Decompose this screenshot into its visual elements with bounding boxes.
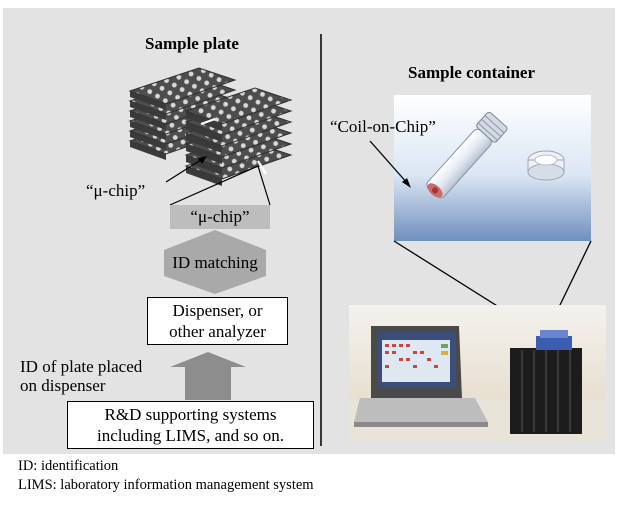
- id-plate-line-1: ID of plate placed: [20, 357, 143, 376]
- chip-mark: [257, 160, 267, 175]
- id-plate-line-2: on dispenser: [20, 376, 106, 395]
- rd-line-2: including LIMS, and so on.: [97, 426, 284, 445]
- pointer-arrowhead: [198, 156, 207, 164]
- dispenser-line-1: Dispenser, or: [172, 301, 263, 320]
- coil-on-chip-label: “Coil-on-Chip”: [330, 117, 436, 136]
- rd-line-1: R&D supporting systems: [104, 405, 277, 424]
- dispenser-box: Dispenser, or other analyzer: [147, 297, 288, 345]
- sample-plate-title: Sample plate: [145, 34, 239, 53]
- rd-systems-box: R&D supporting systems including LIMS, a…: [67, 401, 314, 449]
- sample-container-title: Sample container: [408, 63, 536, 82]
- id-matching-arrow-down: [164, 276, 266, 294]
- footnote-id: ID: identification: [18, 458, 119, 474]
- footnote-lims: LIMS: laboratory information management …: [18, 477, 314, 493]
- id-plate-arrow: [170, 352, 246, 400]
- container-photo: [394, 95, 591, 241]
- dispenser-line-2: other analyzer: [169, 322, 266, 341]
- uchip-label-plate: “μ-chip”: [86, 181, 146, 200]
- id-matching-arrow-up: [164, 230, 266, 250]
- uchip-box-label: “μ-chip”: [190, 207, 250, 226]
- coil-pointer-arrowhead: [402, 178, 411, 188]
- equipment-photo: [349, 305, 606, 442]
- id-matching-arrow-body: [164, 250, 266, 276]
- id-plate-label: ID of plate placed on dispenser: [20, 357, 142, 395]
- id-matching-label: ID matching: [172, 253, 258, 272]
- chip-mark: [200, 117, 216, 126]
- uchip-box: “μ-chip”: [170, 205, 270, 229]
